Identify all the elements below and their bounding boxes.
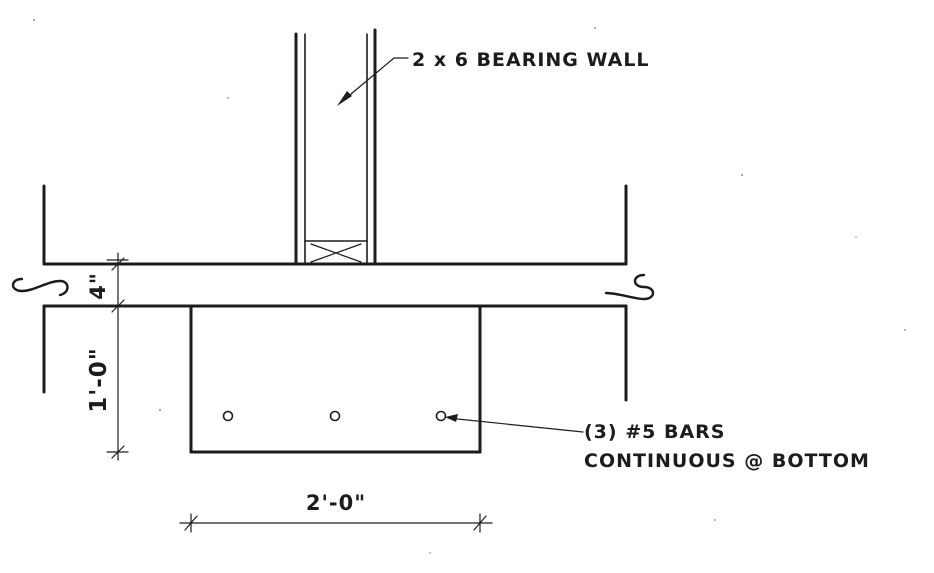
rebar-leader (445, 414, 584, 433)
rebar-bar (435, 410, 447, 422)
wall-leader (337, 57, 409, 106)
footing-depth-dimension: 1'-0" (86, 347, 112, 413)
paper-specks (33, 19, 906, 554)
wall-label: 2 x 6 BEARING WALL (412, 49, 650, 71)
left-break-symbol (11, 277, 69, 297)
vertical-dimension-line (106, 252, 129, 461)
rebar-label-line1: (3) #5 BARS (584, 421, 725, 443)
rebar-bar (222, 410, 234, 422)
rebar-label-line2: CONTINUOUS @ BOTTOM (584, 450, 870, 472)
footing-block (189, 304, 482, 454)
slab-thickness-dimension: 4" (86, 272, 110, 300)
bearing-wall (294, 28, 377, 266)
footing-width-dimension: 2'-0" (306, 491, 366, 515)
rebar-group (222, 410, 447, 422)
horizontal-dimension-line (179, 513, 493, 533)
rebar-bar (329, 410, 341, 422)
right-break-symbol (604, 273, 655, 301)
concrete-slab (42, 262, 628, 308)
